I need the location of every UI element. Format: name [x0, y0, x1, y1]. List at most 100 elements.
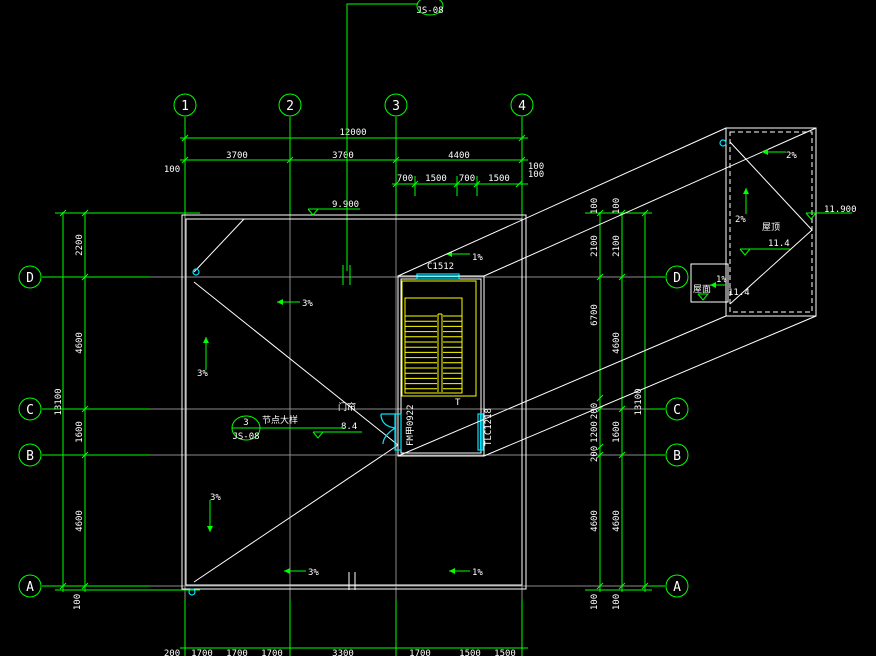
slope-label-4: 3% — [308, 568, 319, 578]
stair-up-mark: T — [455, 398, 461, 408]
dim-r2-100-top: 100 — [612, 198, 622, 214]
left-dimension-chains — [55, 209, 200, 592]
floor-elevation: 8.4 — [341, 422, 357, 432]
dim-span-1: 3700 — [226, 151, 248, 161]
axis-bubble-row-b-left: B — [18, 443, 42, 467]
dim-r-6700: 6700 — [590, 304, 600, 326]
bottom-dim-8: 1500 — [494, 649, 516, 656]
dim-left-100: 100 — [164, 165, 180, 175]
dim-r-4600: 4600 — [590, 510, 600, 532]
detail-ref: JS-08 — [232, 432, 259, 442]
axis-label-row-a-right: A — [673, 580, 681, 595]
slope-label-3: 3% — [210, 493, 221, 503]
axis-label-col-2: 2 — [286, 99, 294, 114]
slope-arrow-1: 3% — [277, 299, 313, 309]
window-tag-right: TLC1218 — [484, 408, 494, 446]
dim-r2-2100: 2100 — [612, 235, 622, 257]
detail-slope-arrow-2: 2% — [735, 188, 749, 225]
detail-callout — [231, 415, 345, 441]
detail-number: 3 — [243, 418, 248, 428]
axis-extension-lines — [42, 117, 665, 656]
axis-bubble-row-a-right: A — [665, 574, 689, 598]
bottom-dim-2: 1700 — [191, 649, 213, 656]
dim-seg-700a: 700 — [397, 174, 413, 184]
level-marker-roof: 9.900 — [307, 200, 360, 216]
top-leader — [342, 0, 444, 285]
roof-drains — [188, 268, 200, 596]
slope-arrow-4: 3% — [284, 568, 319, 578]
dim-seg-1500a: 1500 — [425, 174, 447, 184]
level-marker-floor: 8.4 — [312, 422, 362, 439]
dim-r2-4600: 4600 — [612, 332, 622, 354]
axis-label-row-c-right: C — [673, 403, 681, 418]
detail-level-marker: 11.4 — [739, 239, 790, 256]
axis-bubble-col-2: 2 — [278, 93, 302, 117]
axis-bubble-row-c-right: C — [665, 397, 689, 421]
axis-bubble-row-d-right: D — [665, 265, 689, 289]
dim-r-1200: 1200 — [590, 421, 600, 443]
dim-left-1600: 1600 — [75, 421, 85, 443]
bottom-dim-4: 1700 — [261, 649, 283, 656]
drain-top-left — [192, 268, 200, 276]
detail-slope-arrow-1: 2% — [762, 149, 797, 161]
slope-label-5: 1% — [472, 568, 483, 578]
slope-label-2: 3% — [197, 369, 208, 379]
top-dimension-chains — [180, 134, 528, 196]
detail-label: 节点大样 — [262, 414, 298, 426]
dim-r2-total: 13100 — [634, 388, 644, 415]
axis-bubble-col-1: 1 — [173, 93, 197, 117]
axis-bubble-row-a-left: A — [18, 574, 42, 598]
stair-roof-elevation: 11.900 — [824, 205, 857, 215]
drain-bottom-left — [188, 588, 196, 596]
dim-r-100-top: 100 — [590, 198, 600, 214]
dim-r-2100: 2100 — [590, 235, 600, 257]
axis-label-col-4: 4 — [518, 99, 526, 114]
dim-left-100-bottom: 100 — [73, 594, 83, 610]
dim-right-100b: 100 — [528, 170, 544, 180]
dim-r2-1600: 1600 — [612, 421, 622, 443]
window-right — [477, 413, 484, 451]
slope-label-6: 1% — [472, 253, 483, 263]
slope-arrow-2: 3% — [197, 337, 209, 379]
dim-left-total: 13100 — [54, 388, 64, 415]
small-side-box — [690, 263, 729, 303]
small-box-slope: 1% — [716, 275, 727, 285]
axis-bubble-col-3: 3 — [384, 93, 408, 117]
dim-left-4600: 4600 — [75, 332, 85, 354]
axis-label-row-d-left: D — [26, 271, 34, 286]
axis-grid-lines — [150, 215, 650, 600]
detail-drain — [719, 139, 727, 147]
stair-roof-elev-marker: 11.900 — [805, 205, 857, 220]
axis-label-row-b-left: B — [26, 449, 34, 464]
bottom-dim-7: 1500 — [459, 649, 481, 656]
detail-roof-label: 屋顶 — [762, 222, 780, 233]
roof-outline — [181, 214, 527, 590]
axis-bubble-row-c-left: C — [18, 397, 42, 421]
outline-break-marks — [348, 572, 356, 590]
dim-seg-700b: 700 — [459, 174, 475, 184]
roof-elevation: 9.900 — [332, 200, 359, 210]
axis-label-row-c-left: C — [26, 403, 34, 418]
door-tag-left: FM甲0922 — [405, 404, 416, 446]
axis-bubble-col-4: 4 — [510, 93, 534, 117]
dim-r-100-bot: 100 — [590, 594, 600, 610]
small-box-elevation: 11.4 — [728, 288, 750, 298]
axis-label-col-3: 3 — [392, 99, 400, 114]
dim-r-200a: 200 — [590, 403, 600, 419]
bottom-dim-5: 3300 — [332, 649, 354, 656]
stair-roof-detail — [719, 127, 817, 317]
dim-left-2200: 2200 — [75, 234, 85, 256]
bottom-dim-3: 1700 — [226, 649, 248, 656]
detail-slope-2: 2% — [735, 215, 746, 225]
axis-label-col-1: 1 — [181, 99, 189, 114]
dim-right-100: 100 — [528, 162, 544, 172]
axis-label-row-b-right: B — [673, 449, 681, 464]
small-box-label: 屋面 — [693, 284, 711, 295]
door-label: 门帘 — [338, 401, 356, 413]
slope-arrow-3: 3% — [207, 493, 221, 532]
roof-ridge-lines — [193, 218, 399, 583]
axis-label-row-a-left: A — [26, 580, 34, 595]
detail-elevation: 11.4 — [768, 239, 790, 249]
dim-span-3: 4400 — [448, 151, 470, 161]
